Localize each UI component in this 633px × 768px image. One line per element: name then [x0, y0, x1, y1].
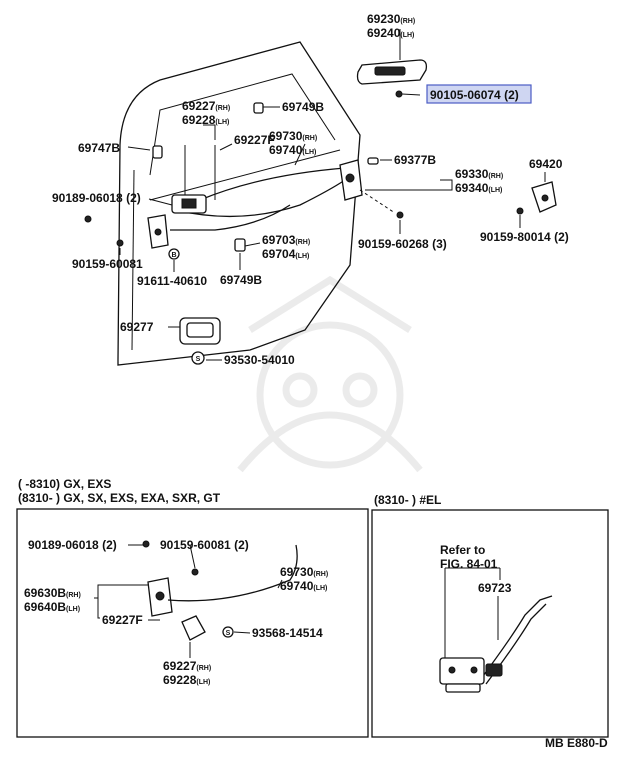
label-69227: 69227(RH) [182, 99, 230, 113]
label-69740: 69740(LH) [269, 143, 316, 157]
inset-label-69630b: 69630B(RH) [24, 586, 81, 600]
label-69747b: 69747B [78, 141, 120, 155]
inset-left-frame [16, 508, 369, 738]
lock-bellcrank [147, 214, 169, 249]
label-69703: 69703(RH) [262, 233, 310, 247]
door-lock-assembly [339, 159, 363, 201]
label-69277: 69277 [120, 320, 154, 334]
clips [152, 102, 379, 252]
inset-right-leaders [444, 567, 501, 658]
inset-refer-line1: Refer to [440, 543, 485, 557]
label-93530-54010: 93530-54010 [224, 353, 295, 367]
label-69230: 69230(RH) [367, 12, 415, 26]
label-69749b-top: 69749B [282, 100, 324, 114]
outside-handle [356, 59, 428, 85]
label-69330: 69330(RH) [455, 167, 503, 181]
inset-label-69227: 69227(RH) [163, 659, 211, 673]
label-69240: 69240(LH) [367, 26, 414, 40]
label-69730: 69730(RH) [269, 129, 317, 143]
inset-left-header-1: ( -8310) GX, EXS [18, 477, 111, 491]
label-69749b-bottom: 69749B [220, 273, 262, 287]
label-91611-40610: 91611-40610 [137, 274, 207, 288]
inset-right-parts [439, 595, 553, 693]
inset-label-69730: 69730(RH) [280, 565, 328, 579]
inset-right-frame [371, 509, 609, 738]
inset-label-69640b: 69640B(LH) [24, 600, 80, 614]
label-90105-06074[interactable]: 90105-06074 (2) [430, 88, 519, 102]
inset-label-69740: 69740(LH) [280, 579, 327, 593]
label-69377b: 69377B [394, 153, 436, 167]
screw-b-mark: B [171, 252, 176, 259]
inset-label-69228: 69228(LH) [163, 673, 210, 687]
label-69340: 69340(LH) [455, 181, 502, 195]
label-69420: 69420 [529, 157, 563, 171]
label-69227f: 69227F [234, 133, 275, 147]
inset-left-leaders [94, 544, 283, 658]
screws [84, 90, 524, 365]
inside-handle [179, 317, 221, 345]
inset-label-90159-60081: 90159-60081 (2) [160, 538, 249, 552]
screw-s-mark: S [196, 356, 201, 363]
label-90159-80014: 90159-80014 (2) [480, 230, 569, 244]
lock-rods [170, 145, 346, 231]
label-69704: 69704(LH) [262, 247, 309, 261]
inset-screw-s-mark: S [226, 630, 231, 637]
label-90159-60268: 90159-60268 (3) [358, 237, 447, 251]
inset-left-header-2: (8310- ) GX, SX, EXS, EXA, SXR, GT [18, 491, 221, 505]
inset-label-90189-06018: 90189-06018 (2) [28, 538, 117, 552]
footer-code: MB E880-D [545, 736, 608, 750]
watermark-emblem [237, 275, 423, 473]
inside-handle-bracket [171, 194, 207, 214]
label-69228: 69228(LH) [182, 113, 229, 127]
inset-refer-line2: FIG. 84-01 [440, 557, 498, 571]
highlight-box [426, 84, 532, 104]
leader-lines [119, 29, 546, 361]
inset-label-69227f: 69227F [102, 613, 143, 627]
striker [531, 181, 557, 213]
inset-label-69723: 69723 [478, 581, 512, 595]
label-90159-60081: 90159-60081 [72, 257, 143, 271]
inset-label-93568-14514: 93568-14514 [252, 626, 323, 640]
door-panel [117, 41, 361, 366]
inset-right-header: (8310- ) #EL [374, 493, 441, 507]
inset-left-parts [142, 540, 298, 641]
label-90189-06018: 90189-06018 (2) [52, 191, 141, 205]
